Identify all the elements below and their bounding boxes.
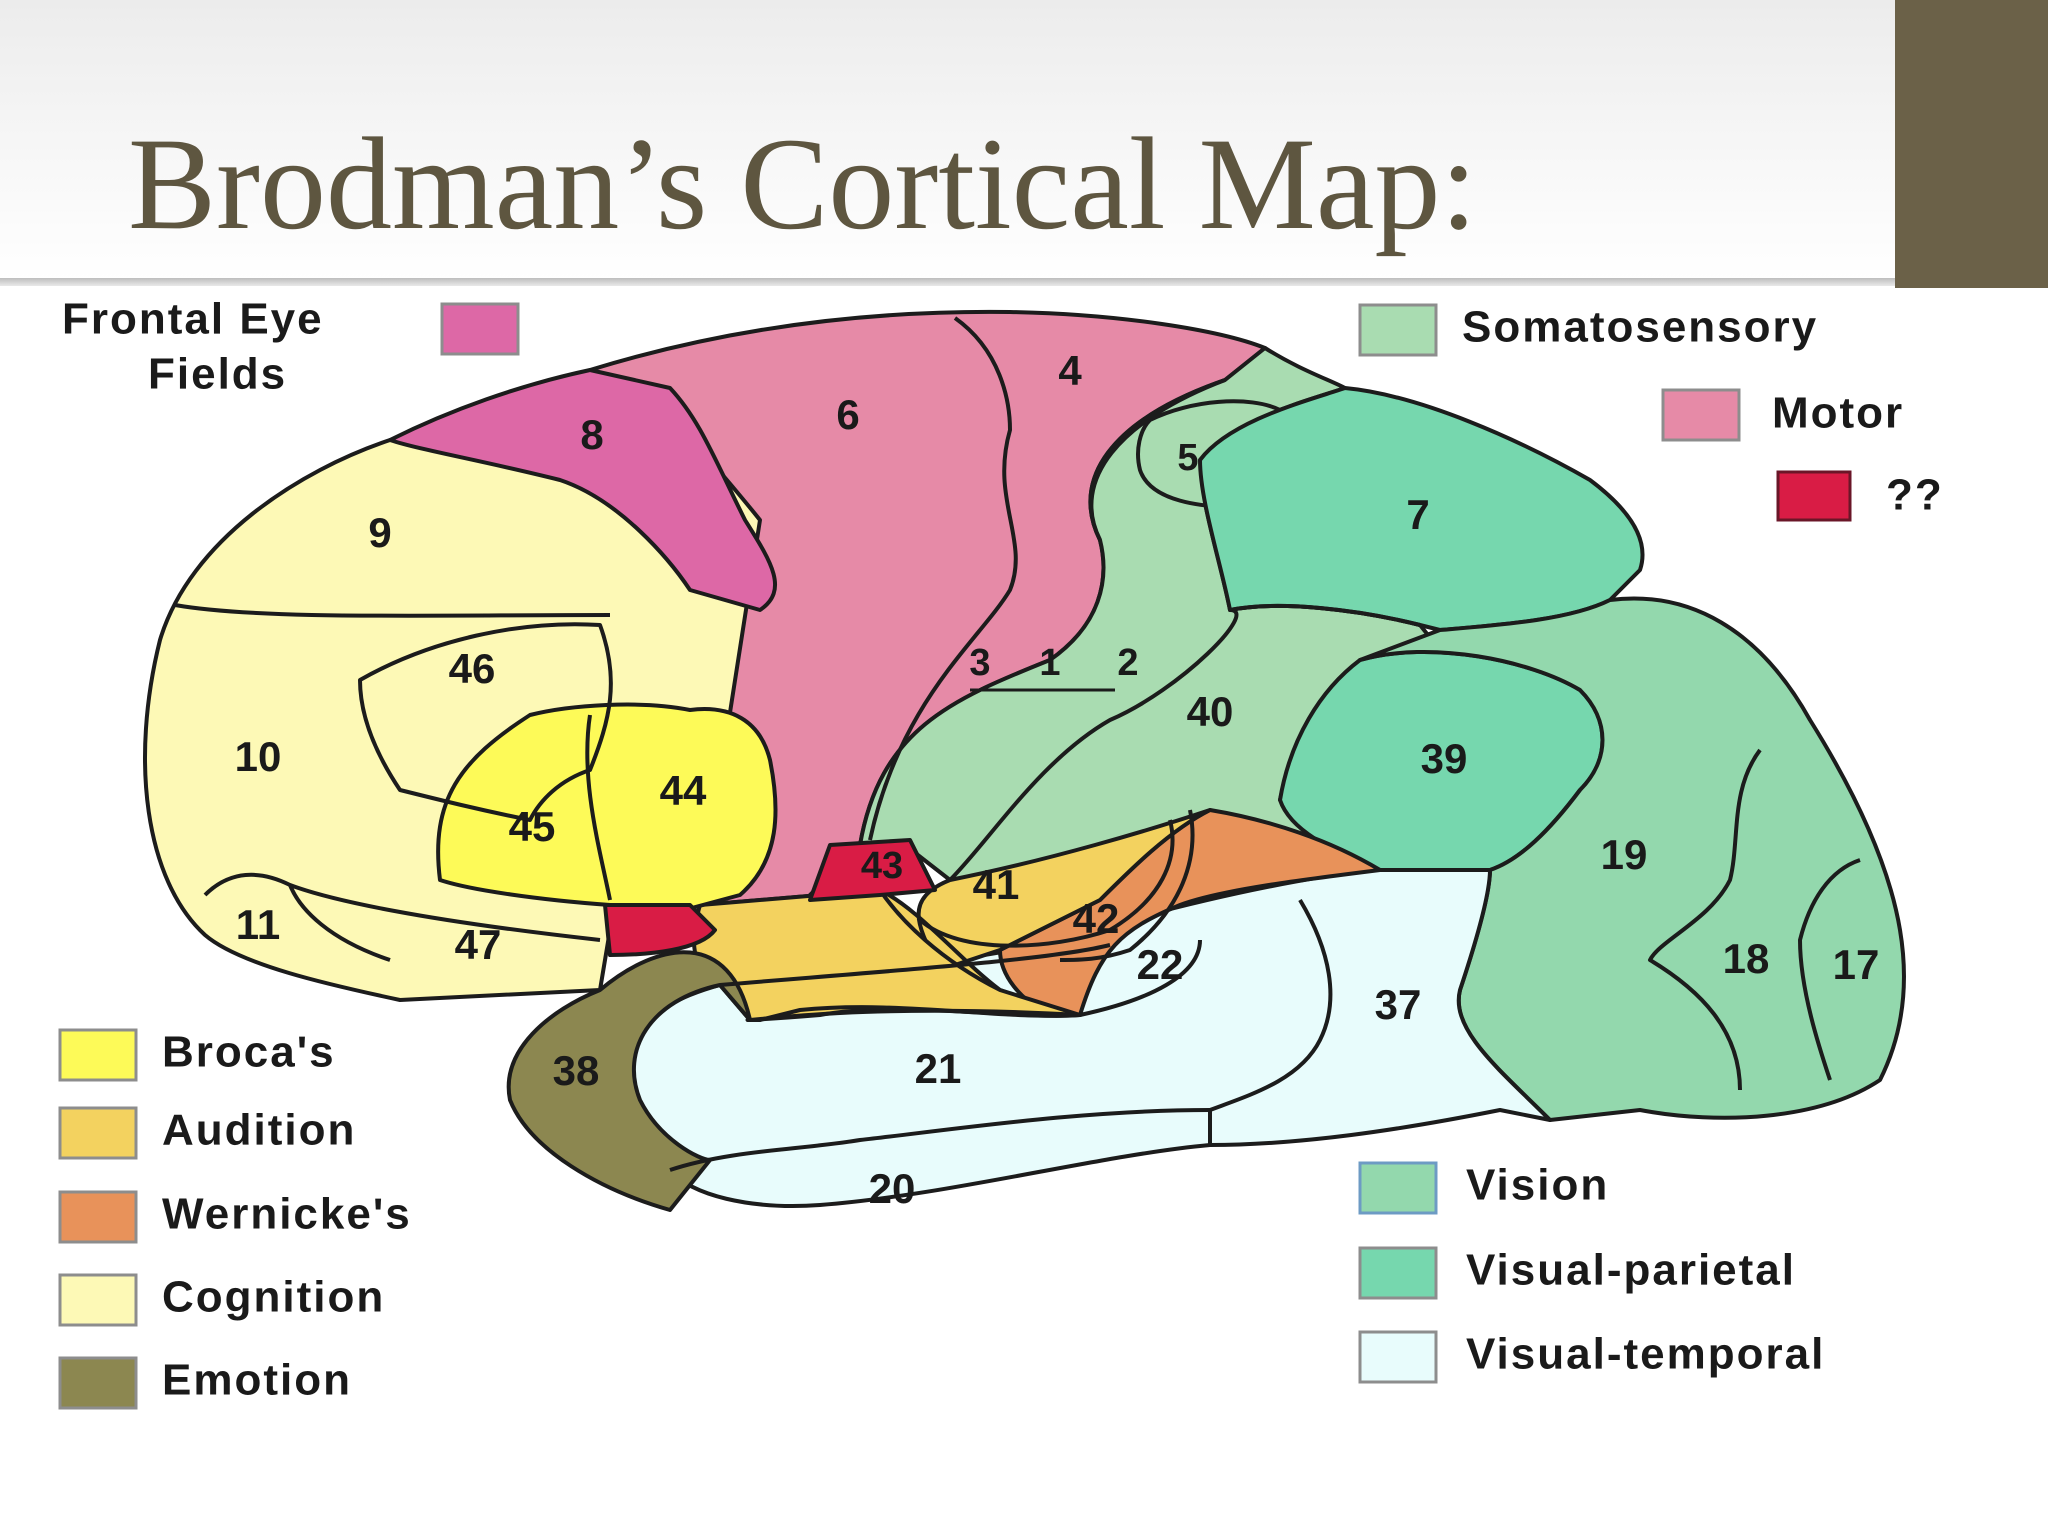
legend-label-brocas: Broca's [162,1028,336,1077]
cortical-map-diagram: 4 6 8 9 10 11 46 45 44 47 43 5 7 3 1 2 4… [58,295,1944,1410]
slide-title: Brodman’s Cortical Map: [128,110,1478,257]
area-label-22: 22 [1137,941,1184,988]
region-emotion [506,950,752,1212]
boundary-line-9-10 [174,603,611,618]
area-label-5: 5 [1177,437,1198,479]
area-label-3: 3 [969,642,990,684]
region-brocas [436,702,778,932]
area-label-18: 18 [1723,935,1770,982]
legend-swatch-unknown [1776,470,1852,522]
region-unknown-43 [808,838,937,902]
boundary-line-audition-temporal [749,939,1202,1022]
area-label-41: 41 [973,861,1020,908]
area-label-37: 37 [1375,981,1422,1028]
boundary-line-42-22 [1059,809,1195,962]
area-label-45: 45 [509,803,556,850]
area-label-1: 1 [1039,642,1060,684]
boundary-line-40-39 [1229,603,1421,627]
legend-swatch-wernickes [58,1190,138,1244]
area-label-10: 10 [235,733,282,780]
area-label-40: 40 [1187,688,1234,735]
legend-label-unknown: ?? [1886,471,1944,520]
area-label-9: 9 [368,509,391,556]
boundary-line-37-21 [1209,898,1333,1112]
area-label-4: 4 [1058,347,1082,394]
legend-label-emotion: Emotion [162,1356,352,1405]
region-frontal-eye-fields [388,368,778,612]
legend-swatch-audition [58,1106,138,1160]
legend-swatch-frontal-eye-fields [440,302,520,356]
legend-swatch-vision [1358,1161,1438,1215]
title-underline [0,278,1895,286]
legend-swatch-cognition [58,1273,138,1327]
area-label-38: 38 [553,1047,600,1094]
region-unknown-inferior [603,903,717,957]
legend-swatch-somatosensory [1358,303,1438,357]
legend-swatch-emotion [58,1356,138,1410]
accent-bar [1895,0,2048,288]
legend-label-frontal-eye-fields-line2: Fields [148,350,287,399]
boundary-line-46 [358,622,613,822]
title-band [0,0,1895,282]
boundary-line-19-18 [1648,748,1762,1091]
area-label-47: 47 [455,921,502,968]
boundary-line-21 [719,943,1111,987]
legend-label-visual-temporal: Visual-temporal [1466,1330,1825,1379]
boundary-line-4-3 [1089,378,1226,541]
area-label-2: 2 [1117,642,1138,684]
area-label-17: 17 [1833,941,1880,988]
area-label-7: 7 [1406,491,1429,538]
area-label-44: 44 [660,767,707,814]
legend-swatch-visual-parietal [1358,1246,1438,1300]
legend-label-visual-parietal: Visual-parietal [1466,1246,1796,1295]
area-label-39: 39 [1421,735,1468,782]
boundary-line-40 [948,608,1239,882]
legend-swatch-motor [1661,388,1741,442]
boundary-line-45-44 [585,714,612,901]
area-label-21: 21 [915,1045,962,1092]
area-label-19: 19 [1601,831,1648,878]
legend-label-vision: Vision [1466,1161,1609,1210]
area-label-11: 11 [236,901,280,948]
legend-label-motor: Motor [1772,389,1904,438]
boundary-line-18-17 [1798,858,1861,1081]
boundary-line-11-47 [203,872,601,942]
legend-swatch-visual-temporal [1358,1330,1438,1384]
area-label-42: 42 [1073,895,1120,942]
area-label-46: 46 [449,645,496,692]
area-label-6: 6 [836,391,859,438]
legend-label-wernickes: Wernicke's [162,1190,412,1239]
area-label-8: 8 [580,411,603,458]
legend-label-somatosensory: Somatosensory [1462,303,1818,352]
area-label-43: 43 [861,845,903,887]
boundary-line-11 [288,884,391,962]
legend-label-cognition: Cognition [162,1273,385,1322]
boundary-line-41-42 [918,819,1175,948]
boundary-line-21-20 [669,1108,1211,1172]
legend-swatch-brocas [58,1028,138,1082]
legend-label-frontal-eye-fields-line1: Frontal Eye [62,295,324,344]
region-vision [1358,596,1906,1122]
boundary-line-6-4 [868,316,1018,841]
legend-label-audition: Audition [162,1106,356,1155]
area-label-20: 20 [869,1165,916,1212]
